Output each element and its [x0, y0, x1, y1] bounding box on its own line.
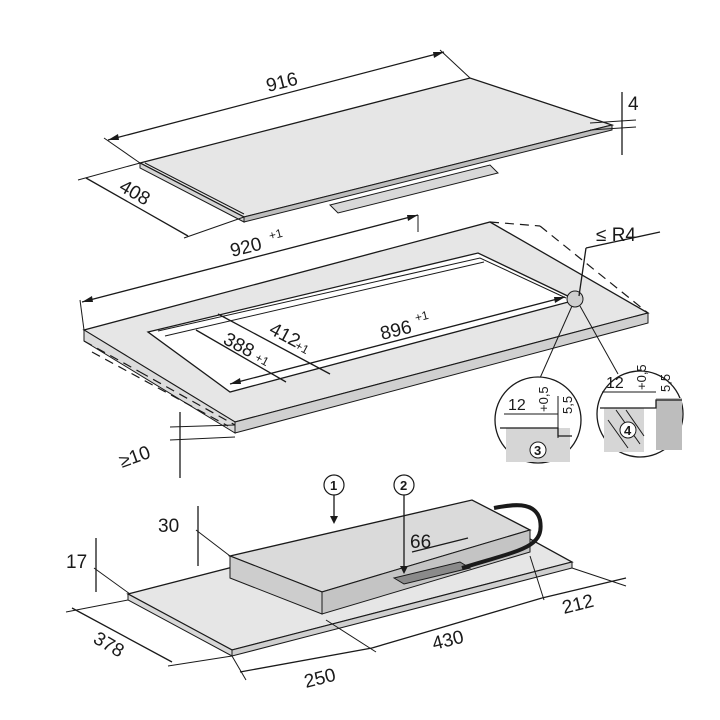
dim-cutout-inner-tol: +1	[413, 308, 430, 325]
corner-radius-marker	[566, 290, 584, 308]
dim-connector: 66	[410, 532, 469, 553]
callout-2: 2	[393, 474, 415, 574]
dim-offset-right-label: 212	[560, 591, 596, 619]
underside	[126, 499, 574, 657]
detail-3: 12 +0,5 5,5 3	[494, 305, 582, 464]
dim-worktop-thickness-label: ≥10	[117, 442, 154, 473]
dim-hob-thickness-label: 4	[628, 94, 639, 115]
dim-hob-thickness: 4	[589, 92, 639, 155]
dim-corner-radius-label: ≤ R4	[596, 225, 636, 246]
callout-1-label: 1	[330, 478, 337, 493]
detail-3-number: 3	[534, 443, 541, 458]
dim-plate-height: 17	[66, 538, 131, 595]
hob-underbody	[329, 164, 499, 214]
detail-4-depth: 5,5	[658, 374, 673, 392]
detail-4-tol: +0,5	[634, 364, 649, 390]
dim-offset-left-label: 250	[302, 665, 338, 693]
detail-3-width: 12	[508, 397, 526, 414]
dim-hob-width-label: 916	[264, 69, 300, 97]
dim-hob-depth-label: 408	[116, 176, 154, 210]
hob-bevel	[144, 162, 245, 215]
worktop	[82, 221, 650, 434]
hob-edge-left	[139, 162, 245, 223]
dim-corner-radius: ≤ R4	[578, 225, 661, 297]
worktop-left-edge	[83, 329, 236, 434]
worktop-dashed-continuation	[83, 221, 649, 427]
dim-cutout-depth-outer-tol: +1	[293, 338, 312, 357]
dim-cutout-width-tol: +1	[267, 226, 284, 243]
dim-connector-label: 66	[410, 532, 431, 553]
detail-3-depth: 5,5	[560, 396, 575, 414]
cutout-rebate	[157, 257, 567, 332]
dim-box-width-label: 430	[430, 627, 466, 655]
dim-cutout-width-label: 920	[228, 234, 264, 262]
detail-4-width: 12	[606, 375, 624, 392]
dim-box-height-label: 30	[158, 516, 179, 537]
callout-2-label: 2	[400, 478, 407, 493]
power-cable	[461, 503, 543, 570]
detail-4: 12 +0,5 5,5 4	[579, 305, 684, 458]
detail-3-tol: +0,5	[536, 386, 551, 412]
dim-plate-depth-label: 378	[90, 628, 128, 662]
dim-plate-height-label: 17	[66, 552, 87, 573]
hob-top	[138, 77, 615, 223]
dim-cutout-depth-inner-tol: +1	[253, 350, 272, 369]
dim-box-height: 30	[158, 506, 231, 566]
connector	[392, 561, 472, 585]
callout-1: 1	[323, 474, 345, 524]
detail-4-number: 4	[624, 423, 632, 438]
